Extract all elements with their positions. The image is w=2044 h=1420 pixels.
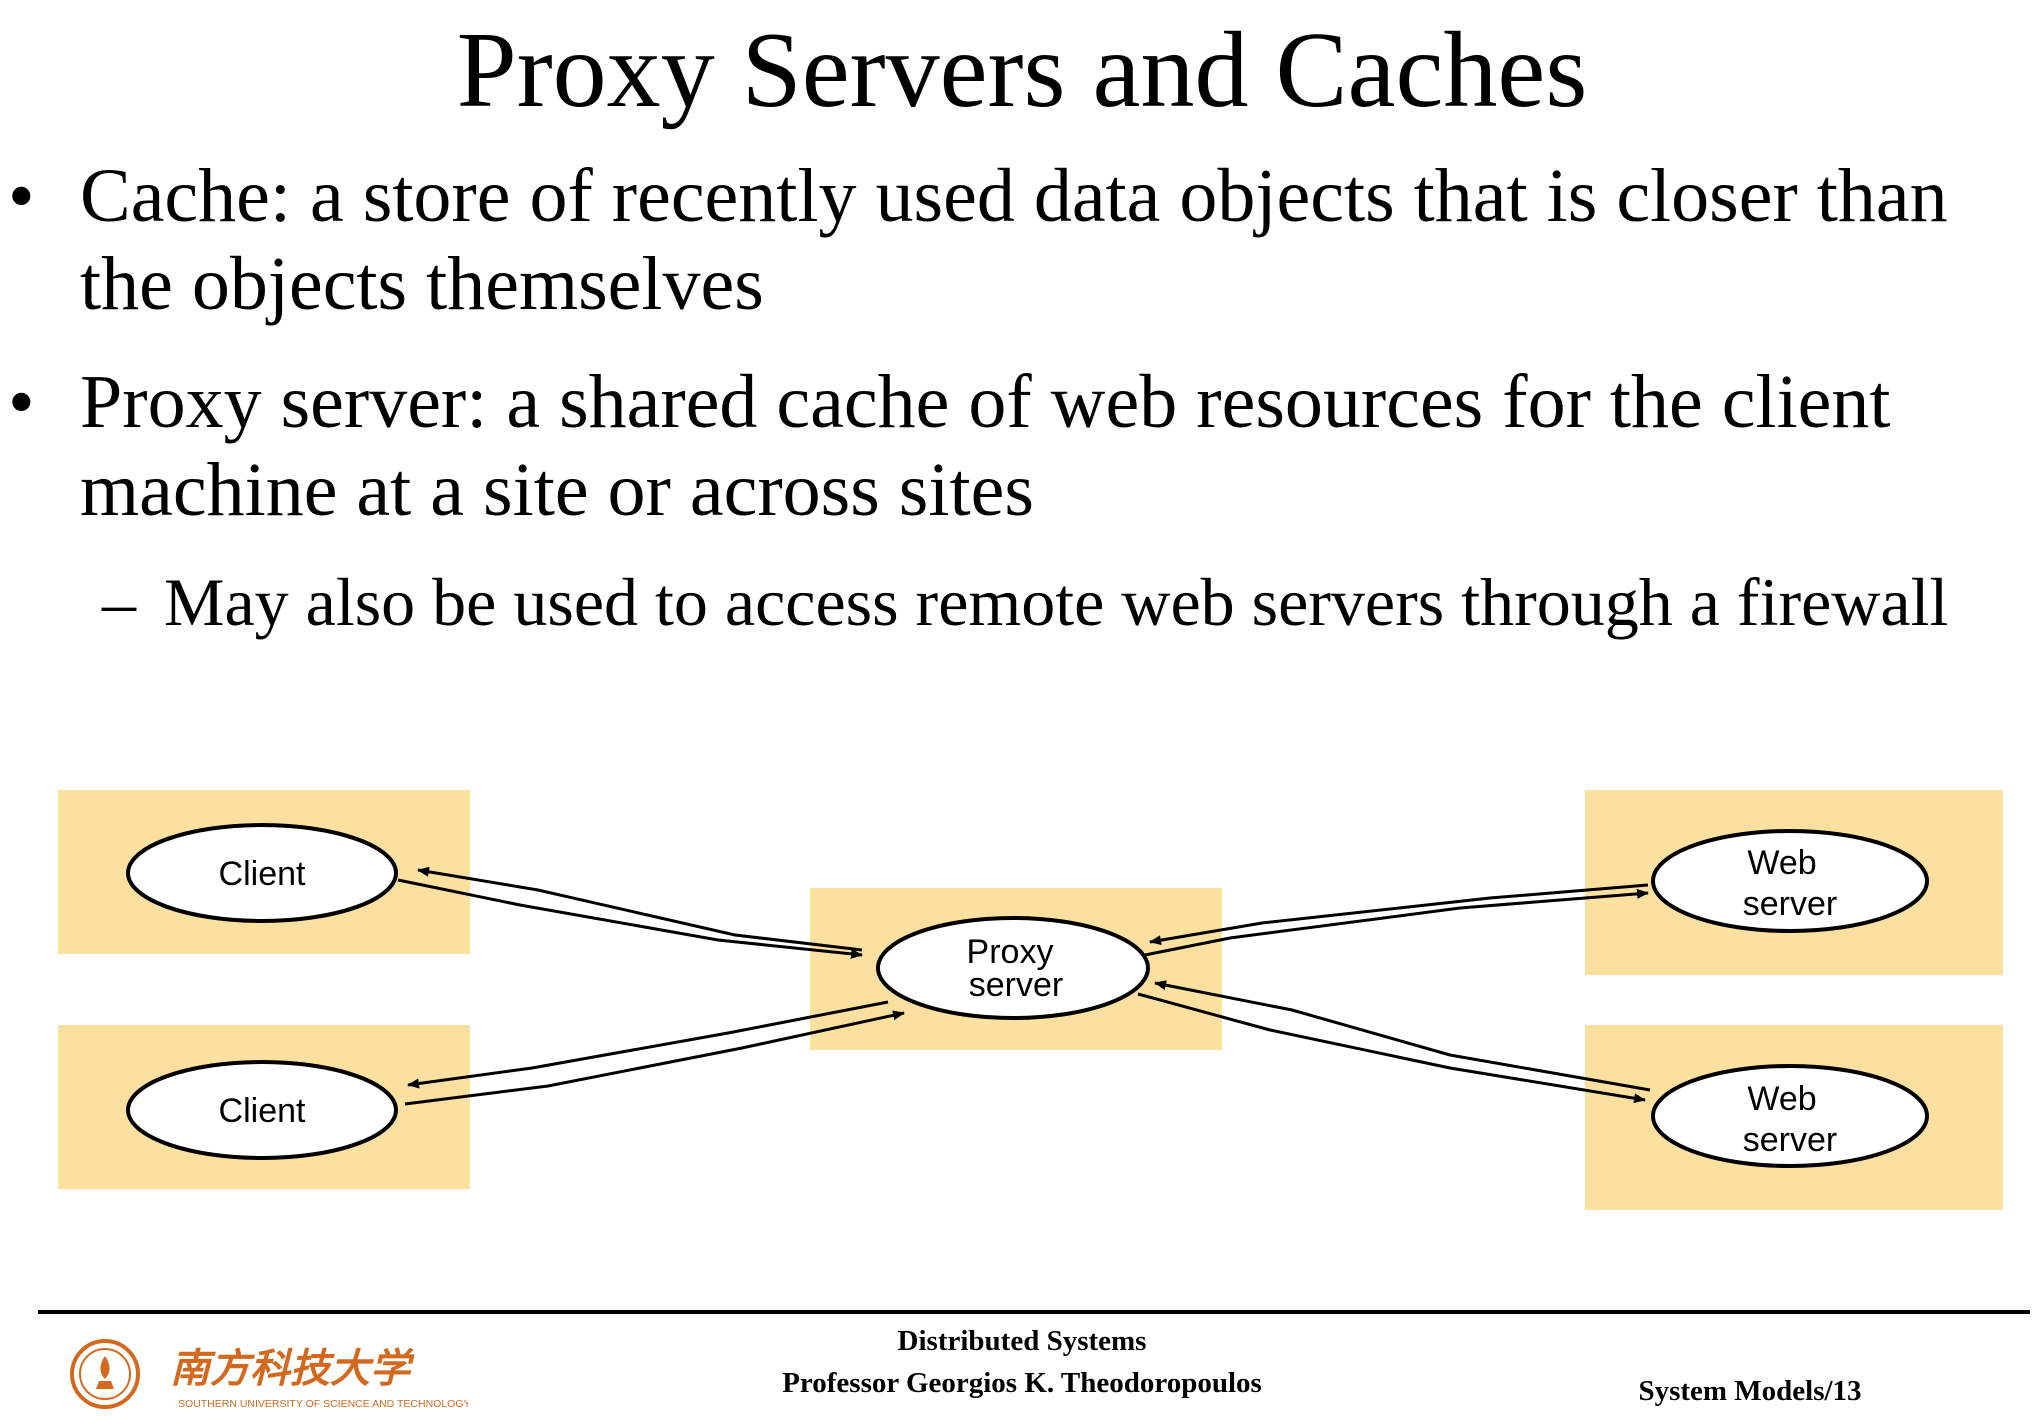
footer-professor: Professor Georgios K. Theodoropoulos [782,1367,1262,1399]
client2-label: Client [219,1092,306,1130]
arrow-proxy-to-web2 [1137,992,1646,1104]
bullet-mark: • [8,360,35,444]
sub-bullet-mark: – [102,564,136,640]
arrow-client1-to-proxy [397,878,863,959]
web2-node [1651,1064,1929,1168]
footer-course-info: Distributed Systems Professor Georgios K… [0,1320,2044,1404]
university-logo: 南方科技大学 SOUTHERN UNIVERSITY OF SCIENCE AN… [70,1339,468,1410]
arrow-client2-to-proxy [404,1010,905,1106]
sub-bullet-text: May also be used to access remote web se… [164,564,1949,640]
footer-page: System Models/13 [1638,1375,1862,1407]
arrows [397,866,1651,1106]
proxy-node [876,916,1150,1020]
web1-node [1651,829,1929,933]
web1-label-line2: server [1743,885,1837,923]
client1-label: Client [219,855,306,893]
bullet-text: Proxy server: a shared cache of web reso… [80,360,1891,532]
client2-node [126,1060,398,1160]
proxy-label-line1: Proxy [967,933,1054,971]
bullet-text: Cache: a store of recently used data obj… [80,154,1948,326]
slide-title: Proxy Servers and Caches [456,11,1588,130]
logo-chinese-name: 南方科技大学 [170,1345,415,1392]
bullet-mark: • [8,154,35,238]
proxy-label-line2: server [969,966,1063,1004]
client1-node [126,823,398,923]
arrow-web1-to-proxy [1149,883,1649,946]
web2-label-line2: server [1743,1121,1837,1159]
proxy-diagram: Client Client Proxy server Web server We… [58,790,2003,1210]
web1-label-line1: Web [1747,844,1816,882]
arrow-proxy-to-client1 [417,866,863,952]
footer-divider [38,1310,2030,1314]
arrow-proxy-to-client2 [407,1000,889,1089]
logo-english-name: SOUTHERN UNIVERSITY OF SCIENCE AND TECHN… [178,1398,468,1410]
footer-course: Distributed Systems [897,1325,1147,1357]
logo-emblem-icon [70,1339,140,1409]
arrow-proxy-to-web1 [1144,888,1649,957]
arrow-web2-to-proxy [1154,980,1651,1092]
web2-label-line1: Web [1747,1080,1816,1118]
